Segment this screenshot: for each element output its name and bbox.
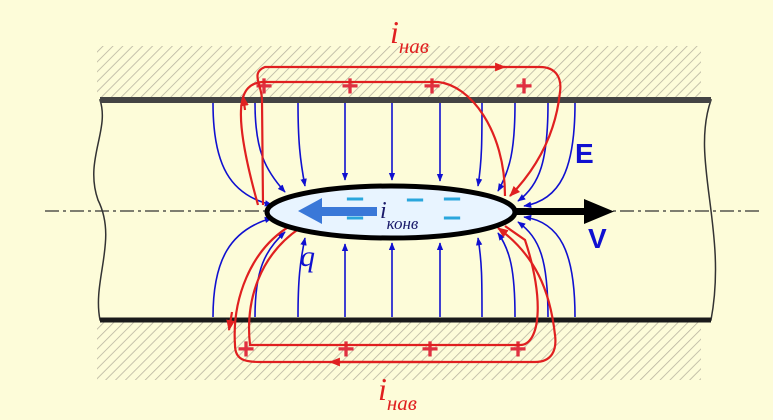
- induced-charge-plus: +: [515, 70, 533, 103]
- velocity-arrow-icon: [516, 199, 614, 224]
- velocity-label: V: [588, 223, 607, 254]
- field-lines: [212, 102, 576, 318]
- field-line: [297, 102, 307, 187]
- charge-label: q: [300, 240, 315, 273]
- field-line: [497, 232, 516, 318]
- electron-minus: −: [344, 203, 366, 233]
- induced-charge-plus: +: [255, 70, 273, 103]
- induced-charges-top: + + + +: [255, 70, 533, 103]
- convection-arrow-icon: [298, 198, 377, 224]
- induced-charge-plus: +: [341, 70, 359, 103]
- induced-charge-plus: +: [423, 70, 441, 103]
- top-current-label: iнав: [390, 14, 429, 58]
- convection-current-label: iконв: [380, 198, 419, 233]
- induced-current-top-loop: [256, 65, 562, 206]
- charge-bunch: [264, 183, 518, 241]
- induced-charge-plus: +: [421, 333, 439, 366]
- field-line: [517, 102, 549, 202]
- electron-minus: −: [441, 184, 463, 214]
- bottom-shield: [97, 322, 701, 380]
- field-label: E: [575, 138, 594, 169]
- induced-current-top-return: [239, 80, 507, 206]
- field-line: [523, 214, 576, 318]
- field-line: [254, 231, 286, 318]
- top-shield: [97, 46, 701, 98]
- field-line: [297, 237, 307, 318]
- field-line: [523, 102, 576, 208]
- field-line: [497, 102, 516, 192]
- induced-current-bottom-loop: [233, 225, 557, 364]
- bottom-current-label: iнав: [378, 371, 417, 415]
- induced-charge-plus: +: [337, 333, 355, 366]
- induced-charge-plus: +: [509, 333, 527, 366]
- bunch-electrons: − − − − −: [344, 184, 463, 233]
- electron-minus: −: [344, 184, 366, 214]
- electron-minus: −: [441, 203, 463, 233]
- induced-current-bottom-return: [248, 225, 539, 347]
- induced-current-loops: [226, 62, 562, 367]
- induced-current-bottom-left-arrow: [226, 311, 235, 332]
- field-line: [476, 237, 483, 318]
- field-line: [212, 102, 273, 207]
- field-line: [212, 216, 273, 318]
- induced-current-top-left-arrow: [240, 94, 249, 111]
- electron-minus: −: [404, 185, 426, 215]
